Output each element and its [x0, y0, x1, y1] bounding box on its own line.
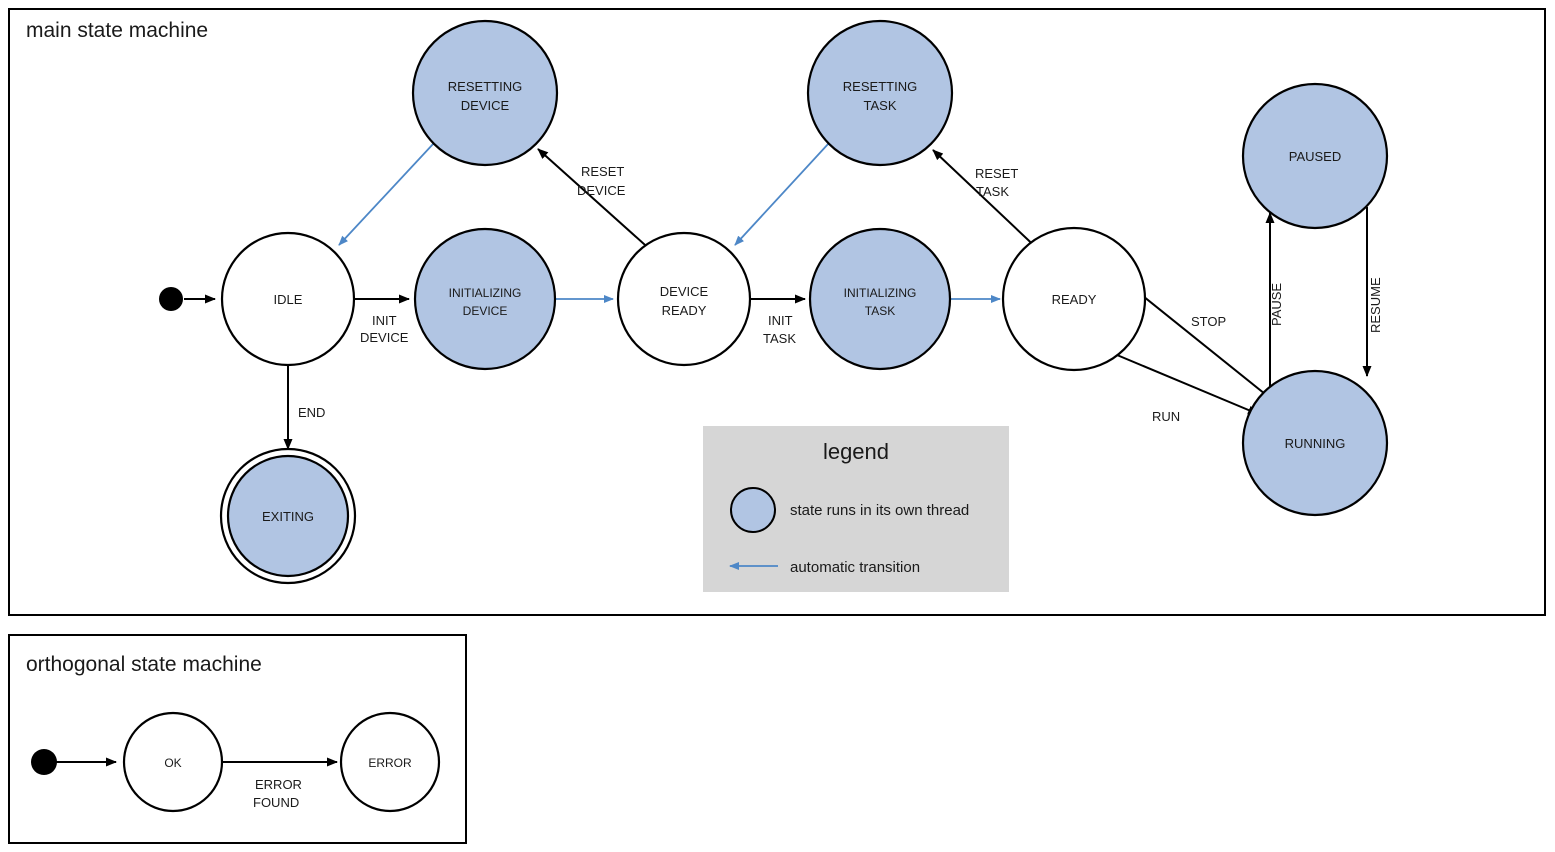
- transition-label-stop: STOP: [1191, 314, 1226, 329]
- state-error[interactable]: ERROR: [339, 711, 441, 813]
- state-resetting-device[interactable]: RESETTING DEVICE: [411, 19, 559, 167]
- transition-label-reset-task-1: RESET: [975, 166, 1018, 181]
- state-device-ready[interactable]: DEVICE READY: [616, 231, 752, 367]
- state-resetting-task[interactable]: RESETTING TASK: [806, 19, 954, 167]
- orthogonal-initial-state-dot: [31, 749, 57, 775]
- state-idle[interactable]: IDLE: [220, 231, 356, 367]
- transition-idle-initializing-device: INIT DEVICE: [353, 294, 410, 345]
- transition-device-ready-initializing-task: INIT TASK: [750, 294, 806, 346]
- transition-idle-exiting: END: [283, 365, 325, 450]
- state-initializing-task[interactable]: INITIALIZING TASK: [808, 227, 952, 371]
- transition-label-pause: PAUSE: [1269, 283, 1284, 326]
- transition-label-error-found-1: ERROR: [255, 777, 302, 792]
- transition-running-paused: PAUSE: [1265, 212, 1284, 395]
- transition-ortho-ok-error: ERROR FOUND: [221, 757, 338, 810]
- state-initializing-device-label-1: INITIALIZING: [449, 286, 522, 300]
- transition-label-reset-device-1: RESET: [581, 164, 624, 179]
- state-device-ready-label-2: READY: [662, 303, 707, 318]
- orthogonal-frame-title: orthogonal state machine: [26, 653, 262, 676]
- state-resetting-device-label-2: DEVICE: [461, 98, 510, 113]
- initial-state-dot: [159, 287, 183, 311]
- state-running[interactable]: RUNNING: [1241, 369, 1389, 517]
- transition-device-ready-resetting-device: RESET DEVICE: [537, 148, 655, 254]
- state-resetting-task-label-2: TASK: [864, 98, 897, 113]
- state-initializing-device-label-2: DEVICE: [463, 304, 508, 318]
- state-device-ready-label-1: DEVICE: [660, 284, 709, 299]
- state-paused-label: PAUSED: [1289, 149, 1342, 164]
- transition-running-ready: STOP: [1132, 287, 1266, 395]
- transition-paused-running: RESUME: [1362, 207, 1383, 377]
- legend-item-thread-label: state runs in its own thread: [790, 502, 969, 519]
- transition-label-init-device-1: INIT: [372, 313, 397, 328]
- legend: legend state runs in its own thread auto…: [703, 426, 1009, 592]
- transition-label-init-task-1: INIT: [768, 313, 793, 328]
- transition-resetting-device-idle: [338, 142, 435, 246]
- transition-ready-resetting-task: RESET TASK: [932, 149, 1044, 255]
- state-initializing-device[interactable]: INITIALIZING DEVICE: [413, 227, 557, 371]
- transition-label-error-found-2: FOUND: [253, 795, 299, 810]
- state-initializing-task-label-1: INITIALIZING: [844, 286, 917, 300]
- transition-label-end: END: [298, 405, 325, 420]
- transition-label-init-task-2: TASK: [763, 331, 796, 346]
- state-ok[interactable]: OK: [122, 711, 224, 813]
- transition-label-reset-task-2: TASK: [976, 184, 1009, 199]
- legend-thread-circle-icon: [730, 487, 776, 533]
- state-paused[interactable]: PAUSED: [1241, 82, 1389, 230]
- main-frame-title: main state machine: [26, 19, 208, 42]
- state-initializing-task-label-2: TASK: [865, 304, 895, 318]
- state-error-label: ERROR: [368, 756, 412, 770]
- transition-ready-running: RUN: [1116, 354, 1259, 424]
- state-ready[interactable]: READY: [1001, 226, 1147, 372]
- transition-label-run: RUN: [1152, 409, 1180, 424]
- state-ok-label: OK: [164, 756, 181, 770]
- transition-label-init-device-2: DEVICE: [360, 330, 409, 345]
- transition-label-resume: RESUME: [1368, 277, 1383, 333]
- state-resetting-task-label-1: RESETTING: [843, 79, 917, 94]
- legend-title: legend: [823, 439, 889, 464]
- legend-item-auto-label: automatic transition: [790, 559, 920, 576]
- state-resetting-device-label-1: RESETTING: [448, 79, 522, 94]
- state-running-label: RUNNING: [1285, 436, 1346, 451]
- transition-label-reset-device-2: DEVICE: [577, 183, 626, 198]
- state-exiting[interactable]: EXITING: [219, 447, 357, 585]
- state-idle-label: IDLE: [274, 292, 303, 307]
- transition-resetting-task-device-ready: [734, 142, 830, 246]
- state-exiting-label: EXITING: [262, 509, 314, 524]
- state-ready-label: READY: [1052, 292, 1097, 307]
